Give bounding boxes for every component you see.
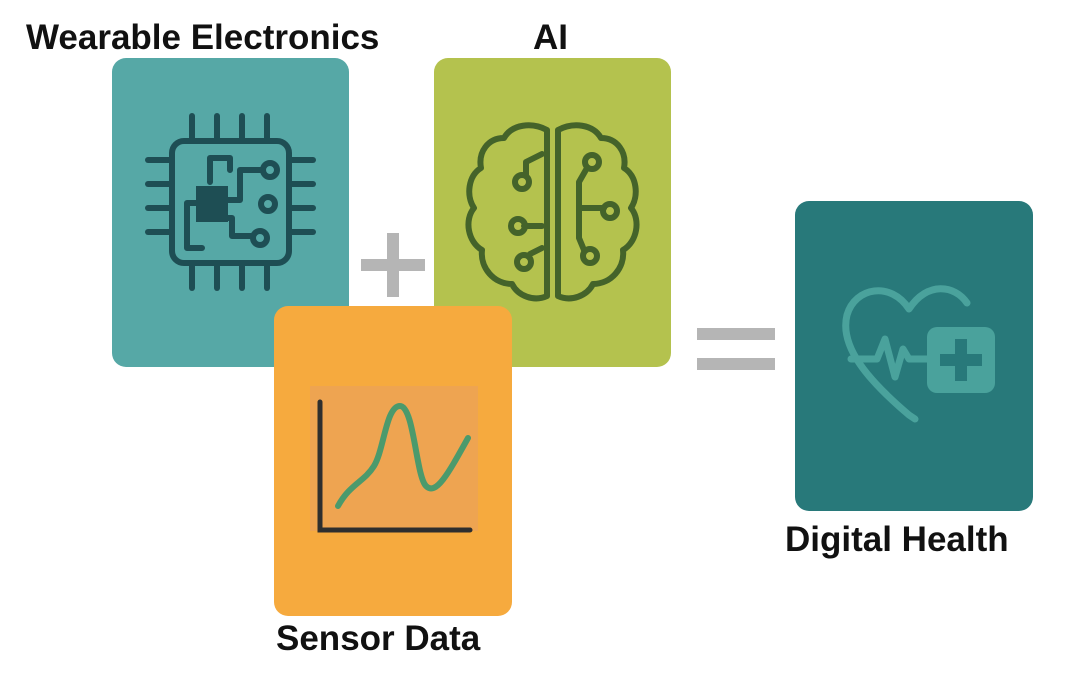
- wearable-electronics-label: Wearable Electronics: [26, 18, 380, 57]
- plus-sign-icon: [361, 233, 425, 297]
- microchip-icon: [145, 113, 316, 291]
- signal-graph-icon: [310, 386, 478, 533]
- digital-health-card: [795, 201, 1033, 511]
- wearable-electronics-card: [112, 58, 349, 367]
- brain-circuit-icon: [465, 122, 640, 302]
- ai-label: AI: [533, 18, 568, 57]
- sensor-data-card: [274, 306, 512, 616]
- digital-health-label: Digital Health: [785, 520, 1009, 559]
- heart-pulse-medical-icon: [842, 285, 995, 423]
- sensor-data-label: Sensor Data: [276, 619, 481, 658]
- equals-sign-icon: [697, 328, 775, 370]
